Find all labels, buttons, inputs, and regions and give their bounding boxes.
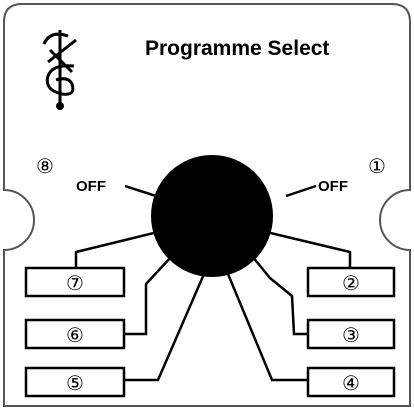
off-label-right: OFF: [318, 178, 348, 195]
programme-button-6-label: ⑥: [66, 323, 84, 347]
selector-knob[interactable]: [151, 155, 273, 277]
programme-button-2-label: ②: [342, 271, 360, 295]
programme-button-5[interactable]: ⑤: [24, 366, 126, 398]
programme-button-6[interactable]: ⑥: [24, 318, 126, 350]
programme-button-7[interactable]: ⑦: [24, 266, 126, 298]
connector-off-left: [124, 184, 157, 198]
panel-outline: [3, 3, 411, 407]
position-8-marker: ⑧: [36, 154, 54, 178]
connector-2: [257, 228, 352, 268]
connector-off-right: [285, 184, 317, 198]
panel-title: Programme Select: [145, 37, 329, 60]
treble-clef-logo: [42, 30, 77, 110]
connector-4: [226, 273, 308, 382]
programme-button-5-label: ⑤: [66, 371, 84, 395]
programme-button-4-label: ④: [342, 371, 360, 395]
programme-button-2[interactable]: ②: [306, 266, 396, 298]
programme-button-7-label: ⑦: [66, 271, 84, 295]
connector-5: [124, 273, 206, 382]
connector-6: [124, 255, 173, 336]
off-label-left: OFF: [76, 178, 106, 195]
connector-3: [251, 255, 308, 336]
programme-button-3-label: ③: [342, 323, 360, 347]
position-1-marker: ①: [368, 154, 386, 178]
selector-connectors: [74, 184, 352, 382]
programme-button-4[interactable]: ④: [306, 366, 396, 398]
programme-button-3[interactable]: ③: [306, 318, 396, 350]
connector-7: [74, 228, 167, 268]
